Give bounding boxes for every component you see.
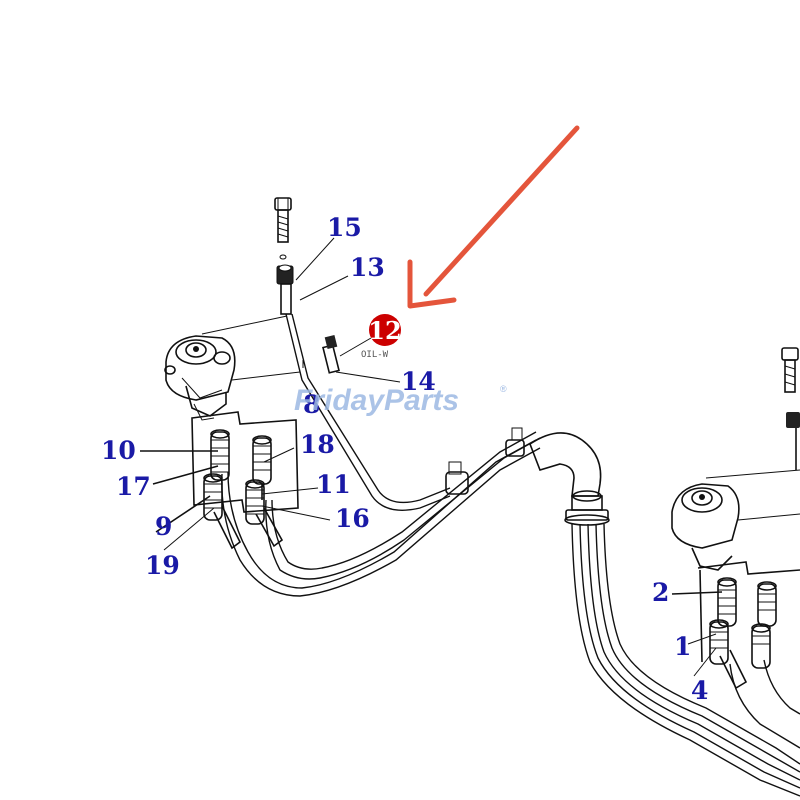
callout-8: 8 — [303, 390, 320, 419]
red-arrow — [407, 125, 580, 309]
clamp-2 — [505, 427, 525, 457]
watermark: FridayParts ® — [294, 384, 507, 417]
callout-labels: 15 13 14 8 10 18 17 11 9 16 19 2 1 4 — [101, 213, 708, 705]
mounting-plate-left — [191, 411, 299, 513]
highlight-circle — [369, 314, 401, 346]
fitting-18 — [252, 435, 272, 500]
fitting-11-16 — [245, 479, 284, 548]
watermark-text: FridayParts — [294, 384, 459, 417]
callout-19: 19 — [145, 551, 180, 580]
callout-12-highlight: 12 — [368, 314, 402, 346]
fitting-10-17 — [210, 429, 230, 481]
leader-lines — [140, 237, 723, 677]
hose-tag-label: OIL-W — [361, 350, 389, 360]
hose-fitting-12 — [322, 334, 340, 374]
callout-17: 17 — [116, 472, 151, 501]
callout-10: 10 — [101, 436, 136, 465]
callout-18: 18 — [300, 430, 335, 459]
callout-14: 14 — [401, 367, 436, 396]
callout-13: 13 — [350, 253, 385, 282]
watermark-registered: ® — [500, 384, 507, 394]
bolt-15 — [274, 197, 292, 260]
callout-9: 9 — [155, 512, 172, 541]
clamp-1 — [445, 461, 469, 495]
swivel-elbow — [529, 432, 610, 526]
callout-4: 4 — [691, 676, 708, 705]
callout-15: 15 — [327, 213, 362, 242]
valve-body-left — [164, 335, 236, 421]
pilot-valve-right — [671, 347, 800, 749]
callout-12-label: 12 — [368, 316, 401, 345]
callout-2: 2 — [652, 578, 669, 607]
hose-bundle: OIL-W — [221, 313, 800, 797]
fitting-13 — [276, 264, 294, 315]
pilot-valve-left — [164, 197, 304, 550]
callout-16: 16 — [335, 504, 370, 533]
callout-1: 1 — [674, 632, 691, 661]
callout-11: 11 — [316, 470, 351, 499]
